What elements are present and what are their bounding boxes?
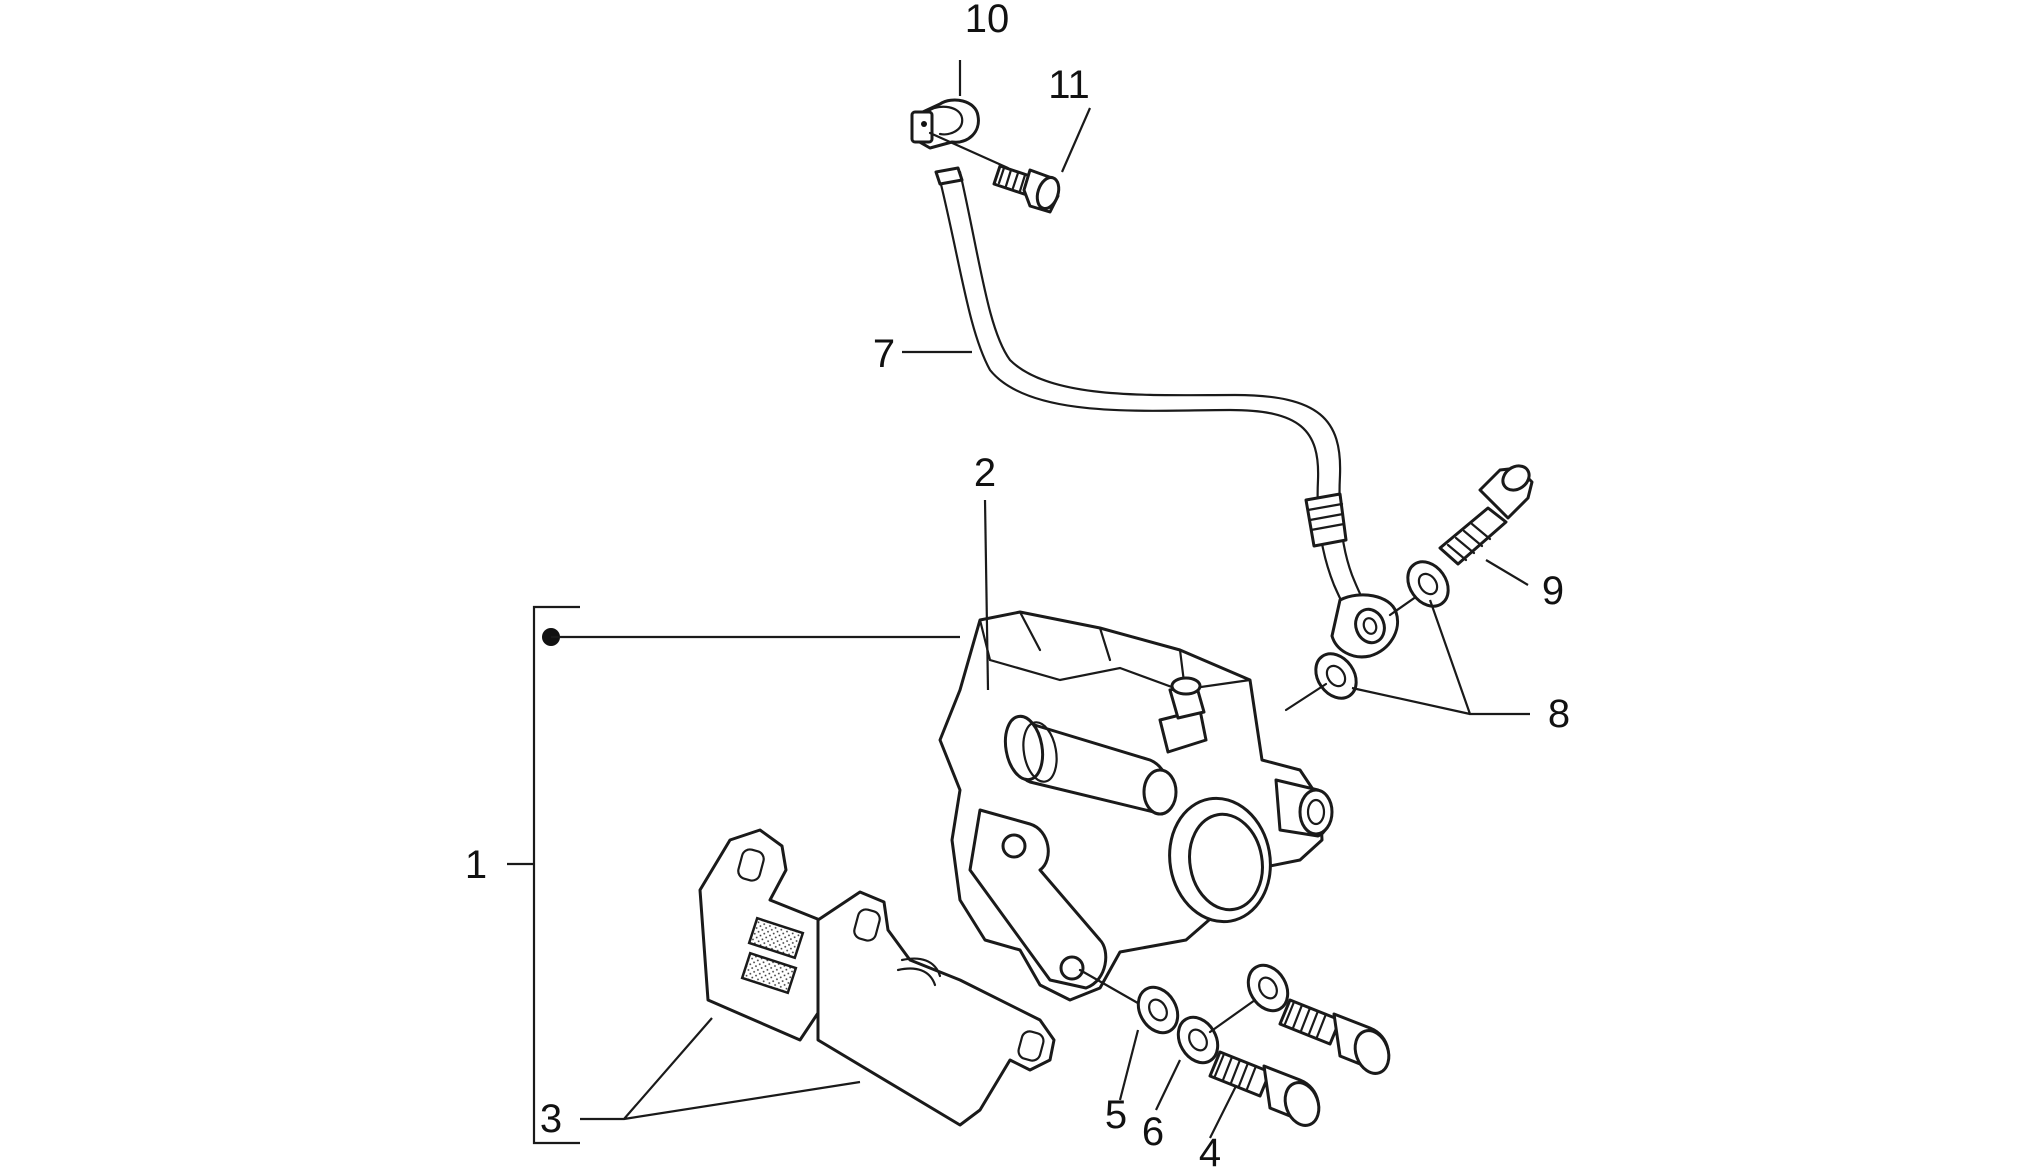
callout-2: 2 xyxy=(974,451,996,495)
callout-8: 8 xyxy=(1548,692,1570,736)
caliper-mounting-screw-part xyxy=(1208,998,1391,1127)
sealing-washers-part xyxy=(1284,560,1450,712)
callout-10: 10 xyxy=(965,0,1010,41)
callout-1: 1 xyxy=(465,843,487,887)
brake-pads-part xyxy=(698,828,1056,1127)
clamp-screw-part xyxy=(928,131,1061,214)
brake-hose-part xyxy=(934,166,1399,659)
callout-3: 3 xyxy=(540,1097,562,1141)
assembly-bracket xyxy=(507,605,960,1145)
callout-5: 5 xyxy=(1105,1093,1127,1137)
banjo-bolt-part xyxy=(1388,464,1534,617)
callout-6: 6 xyxy=(1142,1110,1164,1154)
callout-7: 7 xyxy=(873,332,895,376)
caliper-body-part xyxy=(938,610,1334,1012)
callout-9: 9 xyxy=(1542,569,1564,613)
callout-4: 4 xyxy=(1199,1131,1221,1167)
washer-part xyxy=(1136,963,1290,1035)
callout-11: 11 xyxy=(1048,63,1090,107)
callout-labels: 1 2 3 4 5 6 7 8 9 10 11 xyxy=(465,0,1570,1167)
leader-lines xyxy=(580,60,1530,1139)
hose-clamp-part xyxy=(910,98,980,150)
spacer-washer-part xyxy=(1176,998,1257,1065)
